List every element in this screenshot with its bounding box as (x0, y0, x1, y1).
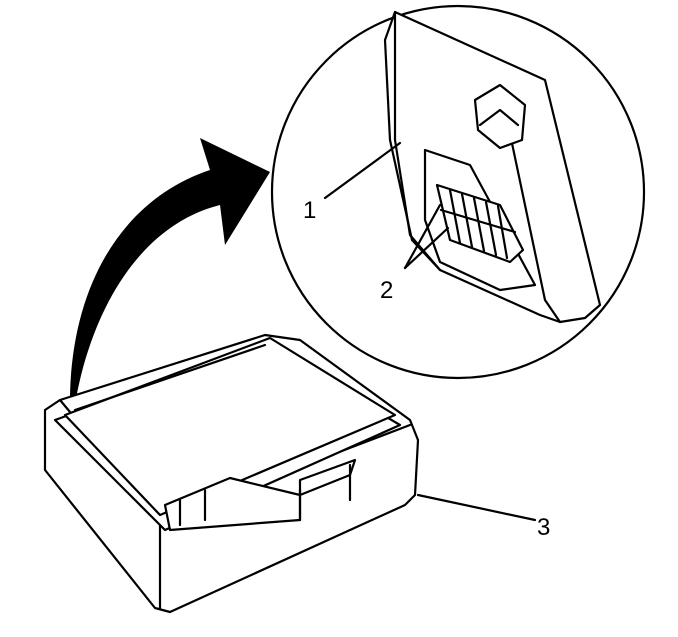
module-housing (43, 333, 420, 614)
leader-line-2b (403, 226, 450, 270)
connector-terminals (435, 183, 525, 264)
detail-circle (270, 4, 646, 380)
callout-3: 3 (537, 514, 550, 541)
removal-arrow (69, 138, 271, 410)
callout-1: 1 (303, 197, 316, 224)
latch (473, 83, 527, 150)
leader-line-2a (403, 203, 442, 270)
terminal-pins (439, 188, 517, 260)
callout-2: 2 (380, 277, 393, 304)
detail-view (270, 4, 646, 380)
module-in-housing (63, 336, 397, 517)
leader-line-1 (323, 141, 402, 200)
leader-line-3 (416, 493, 537, 522)
